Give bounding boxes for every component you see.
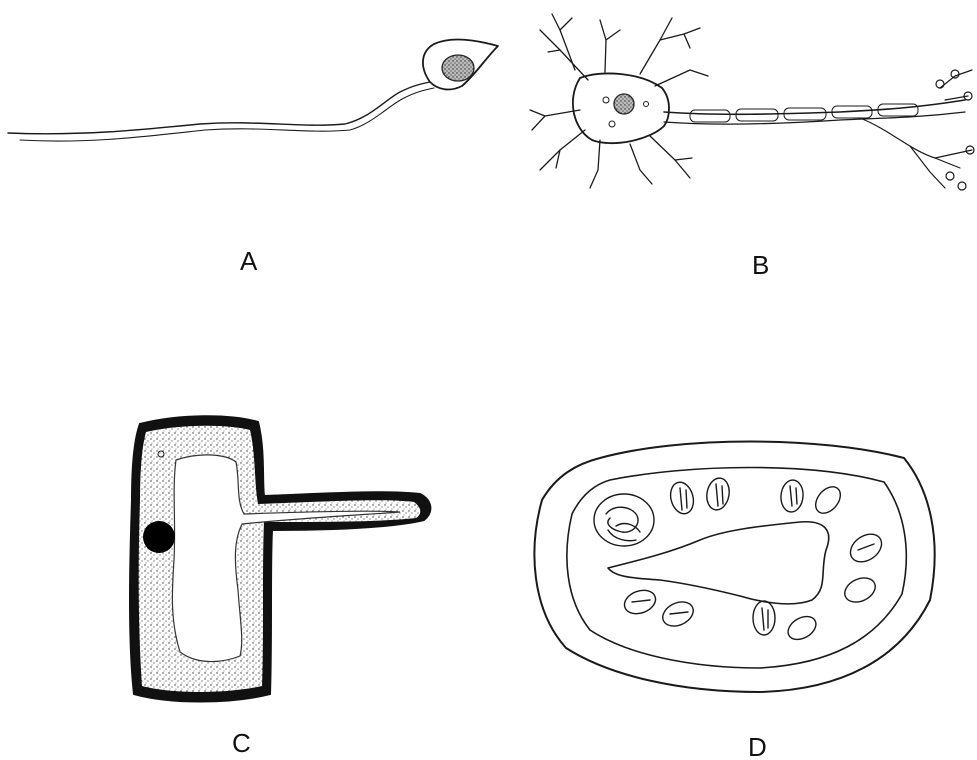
panel-a-sperm-cell <box>8 40 498 142</box>
sperm-nucleus <box>442 55 474 81</box>
axon-terminals <box>860 70 974 190</box>
neuron-axon <box>664 100 965 114</box>
panel-b-neuron <box>530 14 974 190</box>
panel-label-a: A <box>240 246 258 276</box>
cell-nucleus <box>143 521 175 553</box>
panel-label-d: D <box>748 732 767 760</box>
panel-label-c: C <box>232 728 251 758</box>
chloroplasts <box>621 476 887 644</box>
panel-c-root-hair-cell <box>130 416 430 701</box>
cell-nucleus <box>594 494 654 546</box>
panel-label-b: B <box>752 250 769 280</box>
inner-wall <box>567 468 906 669</box>
vacuole <box>172 455 400 662</box>
neuron-nucleus <box>614 94 634 114</box>
central-cavity <box>608 522 829 604</box>
panel-d-cell-cross-section <box>534 442 934 693</box>
